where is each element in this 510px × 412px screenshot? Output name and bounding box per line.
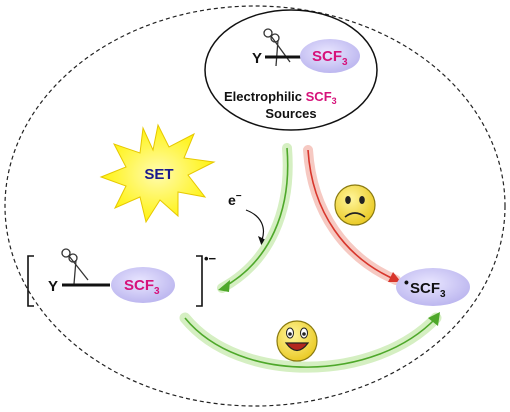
radical-bubble: [396, 268, 470, 306]
sad-face-icon: [334, 184, 376, 226]
left-bracket: [27, 255, 34, 307]
green-arrow-to-radical: [179, 312, 442, 373]
scf3-radical: • SCF3: [396, 268, 470, 306]
happy-face-icon: [276, 320, 318, 362]
reagent-label-anion: SCF3: [124, 277, 160, 297]
electrophilic-sources-box: Y SCF3 Electrophilic SCF3 Sources: [204, 9, 378, 131]
y-leaving-group: Y: [252, 50, 262, 67]
reagent-bubble: [300, 39, 360, 73]
green-arrow-head-left: [218, 280, 230, 292]
sources-caption-line2: Sources: [265, 106, 316, 121]
red-arrow-to-radical: [303, 145, 401, 285]
radical-anion-charge: •−: [204, 251, 217, 266]
y-leaving-group-anion: Y: [48, 278, 58, 295]
green-arrow-to-radical-anion: [217, 143, 293, 293]
reagent-label: SCF3: [312, 48, 348, 68]
right-bracket: [196, 255, 203, 307]
red-arrow-head: [388, 272, 401, 282]
starburst-shape: [99, 123, 216, 224]
sources-caption-line1: Electrophilic SCF3: [224, 89, 337, 106]
electron-transfer-arrow: [245, 209, 265, 241]
set-label: SET: [144, 166, 173, 183]
radical-dot: •: [404, 274, 409, 290]
set-burst: SET: [99, 123, 216, 224]
green-arrow-head-bottom: [428, 312, 440, 326]
electron-label: e−: [228, 191, 242, 208]
outer-dashed-boundary: [4, 5, 506, 407]
radical-anion-fragment: Y SCF3 •−: [27, 248, 217, 307]
reagent-bubble-anion: [111, 267, 175, 303]
scissors-icon: [61, 248, 89, 285]
electron-arrow-head: [258, 236, 266, 247]
radical-label: SCF3: [410, 280, 446, 300]
